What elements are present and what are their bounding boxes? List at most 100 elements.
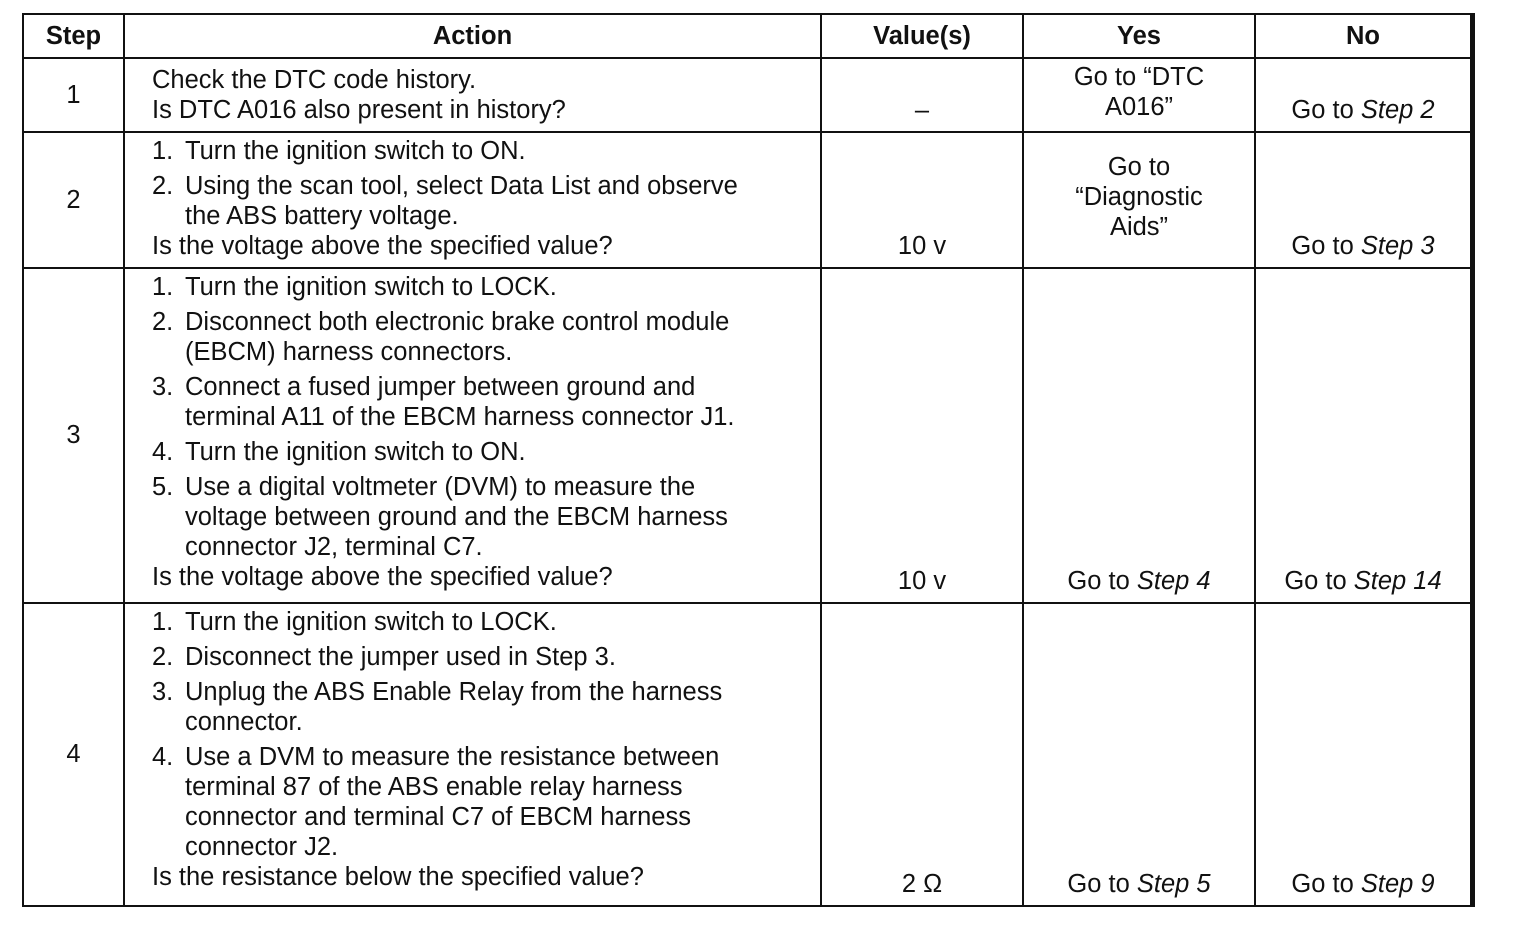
action-cell: 1. Turn the ignition switch to LOCK. 2. Dis… (123, 267, 822, 604)
value-cell: 2 Ω (820, 602, 1024, 907)
no-prefix: Go to (1284, 567, 1354, 595)
no-prefix: Go to (1291, 96, 1361, 124)
action-step-item: 3. Connect a fused jumper between ground … (152, 372, 810, 432)
no-step-link: Step 14 (1353, 567, 1442, 595)
item-text: Unplug the ABS Enable Relay from the har… (185, 677, 722, 737)
item-text: Turn the ignition switch to ON. (185, 437, 526, 467)
action-question: Is the resistance below the specified va… (152, 863, 644, 891)
item-text-line: terminal A11 of the EBCM harness connect… (185, 403, 735, 431)
item-text-line: the ABS battery voltage. (185, 202, 459, 230)
item-number: 4. (152, 438, 174, 466)
header-row: Step Action Value(s) Yes No (22, 13, 1472, 59)
action-step-item: 5. Use a digital voltmeter (DVM) to measu… (152, 472, 810, 562)
no-step-link: Step 2 (1360, 96, 1435, 124)
item-text-line: Turn the ignition switch to ON. (185, 438, 526, 466)
value-cell: 10 v (820, 131, 1024, 269)
value-cell: – (820, 57, 1024, 133)
yes-cell: Go to Step 5 (1022, 602, 1256, 907)
action-step-item: 1. Turn the ignition switch to LOCK. (152, 272, 810, 302)
item-text-line: Turn the ignition switch to LOCK. (185, 273, 557, 301)
yes-text-line: “Diagnostic (1075, 183, 1203, 211)
item-number: 5. (152, 473, 174, 501)
table-row: 3 1. Turn the ignition switch to LOCK. 2. Di… (22, 267, 1472, 604)
item-text-line: Disconnect the jumper used in Step 3. (185, 643, 616, 671)
yes-text-line: Go to (1107, 153, 1171, 181)
item-text: Turn the ignition switch to LOCK. (185, 607, 557, 637)
action-step-item: 1.Turn the ignition switch to ON. (152, 136, 810, 166)
item-number: 2. (152, 172, 174, 200)
no-prefix: Go to (1291, 870, 1361, 898)
item-text-line: Turn the ignition switch to ON. (185, 137, 526, 165)
item-text-line: Unplug the ABS Enable Relay from the har… (185, 678, 723, 706)
item-number: 2. (152, 643, 174, 671)
yes-text-line: Go to “DTC (1073, 63, 1205, 91)
action-step-item: 4. Use a DVM to measure the resistance be… (152, 742, 810, 862)
no-step-link: Step 3 (1360, 232, 1435, 260)
table-row: 2 1.Turn the ignition switch to ON. 2. Usin… (22, 131, 1472, 269)
action-question: Is the voltage above the specified value… (152, 232, 613, 260)
no-cell: Go to Step 3 (1254, 131, 1472, 269)
action-step-item: 4. Turn the ignition switch to ON. (152, 437, 810, 467)
header-no: No (1254, 13, 1472, 59)
action-step-item: 2. Disconnect both electronic brake contr… (152, 307, 810, 367)
item-text: Turn the ignition switch to LOCK. (185, 272, 557, 302)
item-text-line: connector. (185, 708, 303, 736)
item-text-line: Use a DVM to measure the resistance betw… (185, 743, 720, 771)
item-text-line: (EBCM) harness connectors. (185, 338, 513, 366)
step-number: 1 (22, 57, 125, 133)
action-text: Check the DTC code history. (152, 66, 477, 94)
no-prefix: Go to (1291, 232, 1361, 260)
action-cell: Check the DTC code history.Is DTC A016 a… (123, 57, 822, 133)
item-text-line: Connect a fused jumper between ground an… (185, 373, 696, 401)
item-number: 1. (152, 608, 174, 636)
item-text-line: voltage between ground and the EBCM harn… (185, 503, 728, 531)
yes-text-line: Aids” (1109, 213, 1169, 241)
action-step-item: 2. Using the scan tool, select Data List … (152, 171, 810, 231)
action-cell: 1.Turn the ignition switch to ON. 2. Using… (123, 131, 822, 269)
item-text: Using the scan tool, select Data List an… (185, 171, 738, 231)
step-number: 3 (22, 267, 125, 604)
item-text: Disconnect both electronic brake control… (185, 307, 729, 367)
item-number: 2. (152, 308, 174, 336)
item-text-line: Turn the ignition switch to LOCK. (185, 608, 557, 636)
item-text: Turn the ignition switch to ON. (185, 136, 526, 166)
item-text-line: connector J2. (185, 833, 339, 861)
item-text-line: Disconnect both electronic brake control… (185, 308, 730, 336)
yes-step-link: Step 4 (1136, 567, 1211, 595)
item-text-line: connector and terminal C7 of EBCM harnes… (185, 803, 691, 831)
item-text: Connect a fused jumper between ground an… (185, 372, 734, 432)
step-number: 2 (22, 131, 125, 269)
item-number: 4. (152, 743, 174, 771)
no-cell: Go to Step 9 (1254, 602, 1472, 907)
item-text: Use a DVM to measure the resistance betw… (185, 742, 719, 862)
action-step-item: 1. Turn the ignition switch to LOCK. (152, 607, 810, 637)
action-question: Is DTC A016 also present in history? (152, 96, 566, 124)
item-number: 3. (152, 373, 174, 401)
header-values: Value(s) (820, 13, 1024, 59)
action-question: Is the voltage above the specified value… (152, 563, 613, 591)
step-number: 4 (22, 602, 125, 907)
header-yes: Yes (1022, 13, 1256, 59)
no-step-link: Step 9 (1360, 870, 1435, 898)
no-cell: Go to Step 2 (1254, 57, 1472, 133)
yes-prefix: Go to (1067, 870, 1137, 898)
header-action: Action (123, 13, 822, 59)
item-number: 3. (152, 678, 174, 706)
item-text: Use a digital voltmeter (DVM) to measure… (185, 472, 728, 562)
item-text: Disconnect the jumper used in Step 3. (185, 642, 616, 672)
no-cell: Go to Step 14 (1254, 267, 1472, 604)
item-text-line: terminal 87 of the ABS enable relay harn… (185, 773, 683, 801)
header-step: Step (22, 13, 125, 59)
yes-cell: Go to Step 4 (1022, 267, 1256, 604)
item-text-line: Using the scan tool, select Data List an… (185, 172, 738, 200)
yes-text-line: A016” (1104, 93, 1174, 121)
item-text-line: connector J2, terminal C7. (185, 533, 483, 561)
action-step-item: 3. Unplug the ABS Enable Relay from the h… (152, 677, 810, 737)
action-cell: 1. Turn the ignition switch to LOCK. 2. Dis… (123, 602, 822, 907)
item-number: 1. (152, 273, 174, 301)
yes-prefix: Go to (1067, 567, 1137, 595)
